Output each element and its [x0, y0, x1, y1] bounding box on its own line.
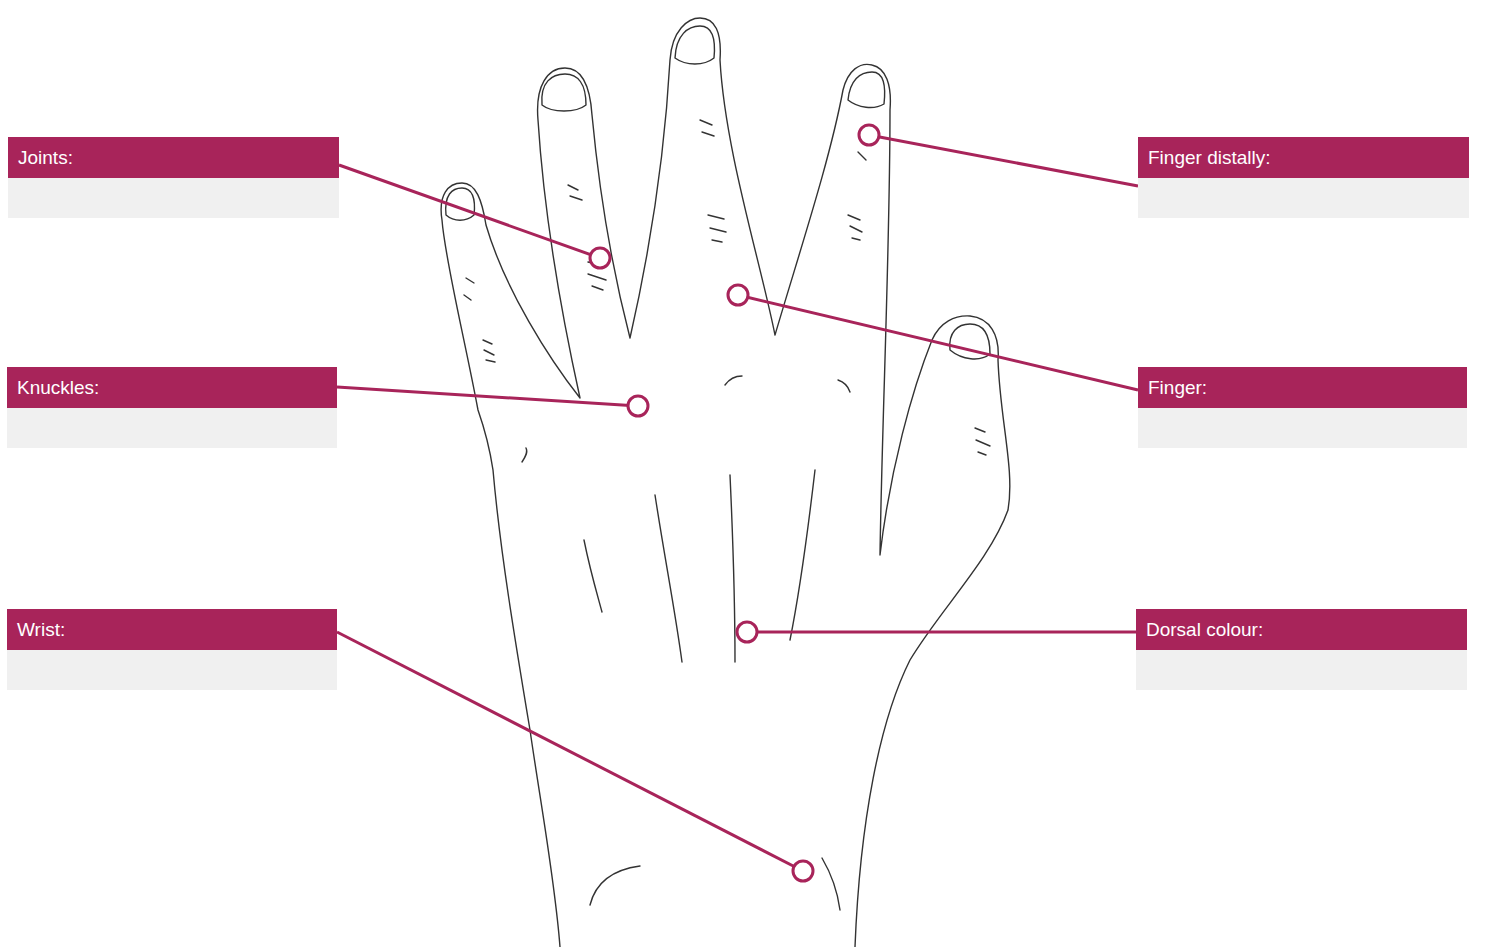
label-box: Finger distally: [1138, 137, 1469, 218]
knuckle-crease [975, 428, 990, 455]
answer-field [1136, 650, 1467, 690]
fingernail [675, 26, 714, 64]
pointer-dot [628, 396, 648, 416]
leader-line [869, 135, 1138, 186]
label-heading: Finger: [1138, 367, 1467, 408]
knuckle-crease [568, 185, 606, 290]
pointer-dot [737, 622, 757, 642]
label-heading: Dorsal colour: [1136, 609, 1467, 650]
label-box: Dorsal colour: [1136, 609, 1467, 690]
label-heading: Finger distally: [1138, 137, 1469, 178]
leader-line [337, 387, 638, 406]
label-box: Joints: [8, 137, 339, 218]
answer-field [7, 408, 337, 448]
wrist-crease [590, 858, 840, 910]
label-heading: Joints: [8, 137, 339, 178]
answer-field [1138, 178, 1469, 218]
label-box: Knuckles: [7, 367, 337, 448]
hand-outline [441, 18, 1010, 947]
pointer-dot [728, 285, 748, 305]
fingernail [542, 74, 586, 111]
leader-line [337, 632, 803, 871]
knuckle-mark [522, 376, 850, 462]
label-box: Finger: [1138, 367, 1467, 448]
answer-field [1138, 408, 1467, 448]
knuckle-crease [700, 120, 726, 242]
answer-field [8, 178, 339, 218]
knuckle-crease [848, 152, 866, 240]
leader-line [339, 165, 600, 258]
label-heading: Wrist: [7, 609, 337, 650]
label-heading: Knuckles: [7, 367, 337, 408]
pointer-dot [859, 125, 879, 145]
knuckle-crease [464, 278, 495, 362]
pointer-dot [590, 248, 610, 268]
leader-line [738, 295, 1138, 390]
pointer-dot [793, 861, 813, 881]
answer-field [7, 650, 337, 690]
fingernail [848, 72, 885, 107]
label-box: Wrist: [7, 609, 337, 690]
leader-line [747, 631, 1136, 634]
